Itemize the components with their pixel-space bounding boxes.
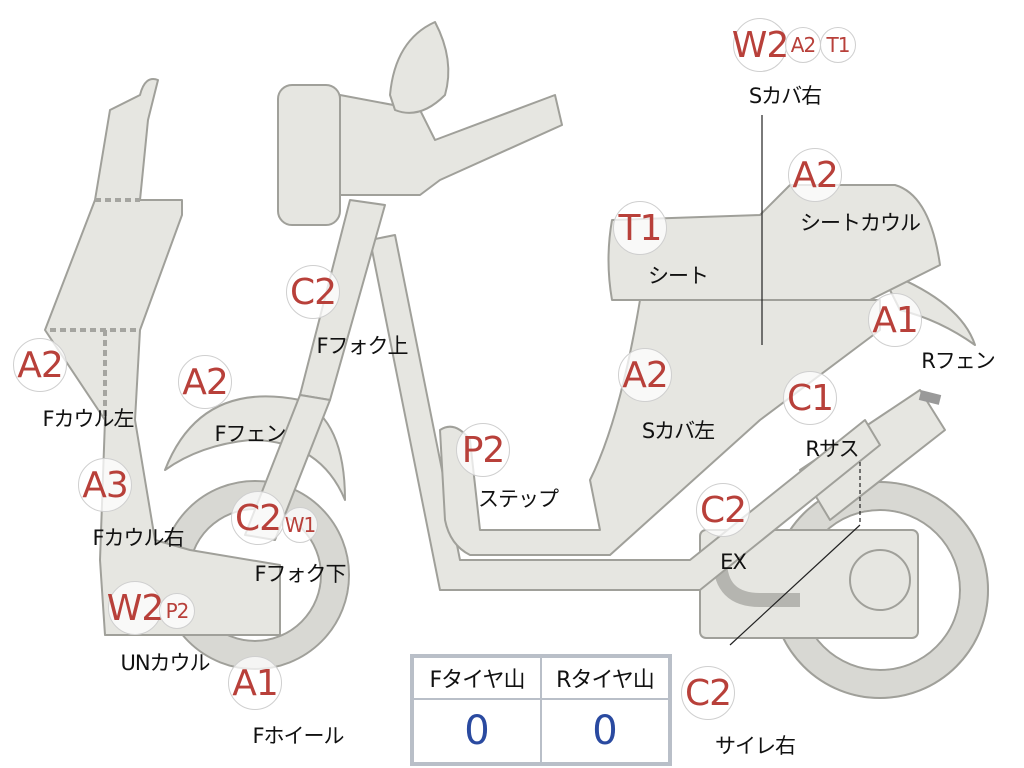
part-label: Fフォク上 (316, 334, 408, 358)
damage-code-marker: C2 (681, 666, 735, 720)
damage-code-marker: T1 (613, 201, 667, 255)
damage-code-marker: A2 (178, 355, 232, 409)
part-label: Sカバ左 (641, 419, 715, 443)
rear-tire-header: Rタイヤ山 (541, 657, 669, 699)
damage-code-marker: A3 (78, 458, 132, 512)
damage-code-marker: W2 (732, 18, 789, 72)
mirror (389, 21, 450, 114)
part-label: シート (648, 264, 709, 288)
front-tire-value: 0 (413, 699, 541, 763)
damage-code-marker: C2 (286, 265, 340, 319)
tire-tread-table: Fタイヤ山 Rタイヤ山 0 0 (410, 654, 672, 766)
part-label: ステップ (478, 487, 559, 511)
damage-code-marker: A2 (785, 27, 821, 63)
handlebar (334, 94, 563, 196)
damage-code-marker: C2 (696, 483, 750, 537)
damage-code-marker: T1 (820, 27, 856, 63)
damage-code-marker: W2 (107, 581, 164, 635)
damage-code-marker: W1 (282, 507, 318, 543)
part-label: Rサス (805, 437, 859, 461)
damage-code-marker: C2 (231, 491, 285, 545)
seat (607, 184, 941, 301)
front-tire-header: Fタイヤ山 (413, 657, 541, 699)
damage-code-marker: A2 (788, 148, 842, 202)
part-label: Fホイール (252, 724, 344, 748)
part-label: Fカウル左 (42, 407, 134, 431)
part-label: Sカバ右 (748, 84, 822, 108)
frame (369, 234, 881, 591)
part-label: UNカウル (120, 651, 210, 675)
part-label: EX (720, 550, 747, 574)
damage-code-marker: P2 (159, 593, 195, 629)
rear-suspension (799, 389, 946, 521)
part-label: Fフェン (214, 422, 286, 446)
part-label: サイレ右 (715, 734, 796, 758)
part-label: Fフォク下 (254, 562, 346, 586)
damage-code-marker: A2 (618, 348, 672, 402)
rear-tire-value: 0 (541, 699, 669, 763)
damage-code-marker: C1 (783, 371, 837, 425)
damage-code-marker: P2 (456, 423, 510, 477)
part-label: Fカウル右 (92, 526, 184, 550)
part-label: シートカウル (800, 211, 921, 235)
damage-code-marker: A1 (228, 656, 282, 710)
damage-code-marker: A1 (868, 293, 922, 347)
damage-code-marker: A2 (13, 338, 67, 392)
part-label: Rフェン (921, 349, 996, 373)
